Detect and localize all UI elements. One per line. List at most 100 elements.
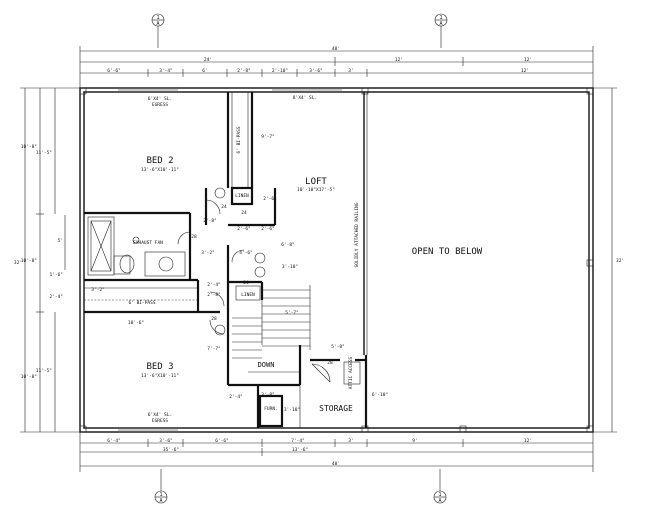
- dim-inner: 7'-7": [207, 346, 221, 352]
- dim-inner: 3'-2": [201, 250, 215, 256]
- door-tag: 24: [221, 204, 227, 210]
- door-tag: 24: [243, 280, 249, 286]
- dim-left-upper2: 11'-5": [36, 150, 52, 156]
- dim-top-r1: 2'-10": [272, 68, 288, 74]
- dim-inner: 2'-8": [207, 292, 221, 298]
- section-tag: 1: [159, 492, 162, 498]
- dim-bottom-b: 13'-6": [292, 447, 308, 453]
- window-bottom: [118, 427, 178, 433]
- bi-pass-label: 6' BI-PASS: [128, 300, 155, 306]
- section-marker-top-left: 1 A: [151, 13, 165, 48]
- dim-inner: 10'-6": [128, 320, 144, 326]
- dim-bottom-r1: 12': [524, 438, 532, 444]
- section-tag: 1: [439, 15, 442, 21]
- section-marker-top-right: 1 A: [434, 13, 448, 48]
- dim-left-5: 5': [58, 238, 63, 244]
- section-marker-bottom-right: 1 A: [433, 469, 447, 504]
- door-tag: 28: [211, 316, 217, 322]
- dim-top-r1: 6'-6": [107, 68, 121, 74]
- exhaust-fan-label: EXHAUST FAN: [133, 240, 163, 246]
- room-bed-3: BED 3: [146, 362, 173, 372]
- section-tag: 1: [438, 492, 441, 498]
- labels: 6'X4' SL. EGRESS 8'X4' SL. BED 2 13'-6"X…: [128, 95, 482, 424]
- dim-inner: 2'-6": [261, 226, 275, 232]
- dim-top-r1: 3'-4": [159, 68, 173, 74]
- linen-label: LINEN: [241, 292, 255, 298]
- dim-bottom-total: 48': [332, 461, 340, 467]
- dim-inner: 2'-4": [207, 282, 221, 288]
- dim-top-total: 48': [332, 46, 340, 52]
- dim-top-r1: 6': [202, 68, 207, 74]
- dim-right-total: 32': [616, 258, 624, 264]
- dim-top-a: 24': [204, 57, 212, 63]
- interior-walls: [84, 92, 368, 428]
- dim-bottom-a: 35'-6": [163, 447, 179, 453]
- dim-top-r1: 3'-6": [309, 68, 323, 74]
- dim-top-r1: 3': [348, 68, 353, 74]
- dim-inner: 3'-2": [91, 287, 105, 293]
- attic-access-label: ATTIC ACCESS: [348, 356, 354, 389]
- dim-left-total: 32': [14, 260, 22, 266]
- interior-dimensions: 9'-7" 2'-6" 2'-8" 2'-6" 2'-6" 6'-8" 3'-2…: [91, 134, 388, 413]
- dim-top-r1: 2'-8": [237, 68, 251, 74]
- window-label: 6'X4' SL.: [148, 96, 172, 102]
- dim-inner: 9'-7": [261, 134, 275, 140]
- dim-inner: 3'-10": [282, 264, 298, 270]
- railing-label: SOLIDLY ATTACHED RAILING: [354, 202, 360, 267]
- egress-label: EGRESS: [152, 418, 169, 424]
- right-dimensions: 32': [593, 87, 624, 433]
- bath-fixtures: [87, 187, 266, 336]
- egress-label: EGRESS: [152, 102, 169, 108]
- furnace-label: FURN.: [264, 406, 278, 412]
- room-bed-2: BED 2: [146, 156, 173, 166]
- window-label: 6'X4' SL.: [148, 412, 172, 418]
- dim-bottom-r1: 6'-6": [215, 438, 229, 444]
- room-storage: STORAGE: [319, 404, 353, 413]
- stairs-down: DOWN: [258, 361, 275, 369]
- dim-inner: 3'-8": [261, 392, 275, 398]
- dim-inner: 3'-10": [284, 407, 300, 413]
- dim-left-2-4: 2'-4": [49, 294, 63, 300]
- window-top-loft: [272, 87, 342, 93]
- section-tag: A: [159, 498, 162, 504]
- dim-bottom-r1: 7'-4": [291, 438, 305, 444]
- dim-top-r1: 12': [521, 68, 529, 74]
- room-bed-3-size: 13'-6"X10'-11": [141, 373, 179, 379]
- dim-inner: 5'-7": [285, 310, 299, 316]
- dim-inner: 2'-4": [229, 394, 243, 400]
- bottom-dimensions: 6'-4" 3'-6" 6'-6" 7'-4" 3' 9' 12' 35'-6"…: [79, 430, 594, 472]
- left-dimensions: 32' 10'-8" 10'-8" 10'-8" 11'-5" 11'-5" 5…: [14, 87, 80, 433]
- dim-left-1-6: 1'-6": [49, 272, 63, 278]
- open-to-below: OPEN TO BELOW: [412, 247, 483, 257]
- exterior-walls: [79, 87, 594, 433]
- window-label: 8'X4' SL.: [293, 95, 317, 101]
- dim-inner: 2'-8": [203, 218, 217, 224]
- dim-inner: 5'-8": [331, 344, 345, 350]
- linen-label: LINEN: [235, 193, 249, 199]
- dim-top-b: 12': [395, 57, 403, 63]
- dim-inner: 2'-6": [237, 226, 251, 232]
- section-tag: A: [439, 21, 442, 27]
- bi-pass-label: 6' BI-PASS: [236, 126, 242, 153]
- door-tag: 28: [327, 360, 333, 366]
- dim-left-lower2: 11'-5": [36, 368, 52, 374]
- door-tag: 24: [241, 210, 247, 216]
- dim-top-c: 12': [524, 57, 532, 63]
- door-tag: 28: [191, 234, 197, 240]
- dim-left-upper: 10'-8": [21, 144, 37, 150]
- dim-bottom-r1: 9': [412, 438, 417, 444]
- dim-left-lower: 10'-8": [21, 374, 37, 380]
- stair-treads: [232, 285, 311, 373]
- dim-bottom-r1: 3': [348, 438, 353, 444]
- room-loft-size: 10'-10"X17'-5": [297, 187, 335, 193]
- section-tag: A: [156, 21, 159, 27]
- room-loft: LOFT: [305, 177, 327, 187]
- window-top-left: [118, 87, 178, 93]
- top-dimensions: 48' 24' 12' 12' 6'-6" 3'-4" 6' 2'-8" 2'-…: [79, 46, 594, 90]
- room-bed-2-size: 13'-6"X10'-11": [141, 167, 179, 173]
- door-swings: [177, 199, 331, 383]
- dim-left-mid: 10'-8": [21, 258, 37, 264]
- section-tag: 1: [156, 15, 159, 21]
- section-tag: A: [438, 498, 441, 504]
